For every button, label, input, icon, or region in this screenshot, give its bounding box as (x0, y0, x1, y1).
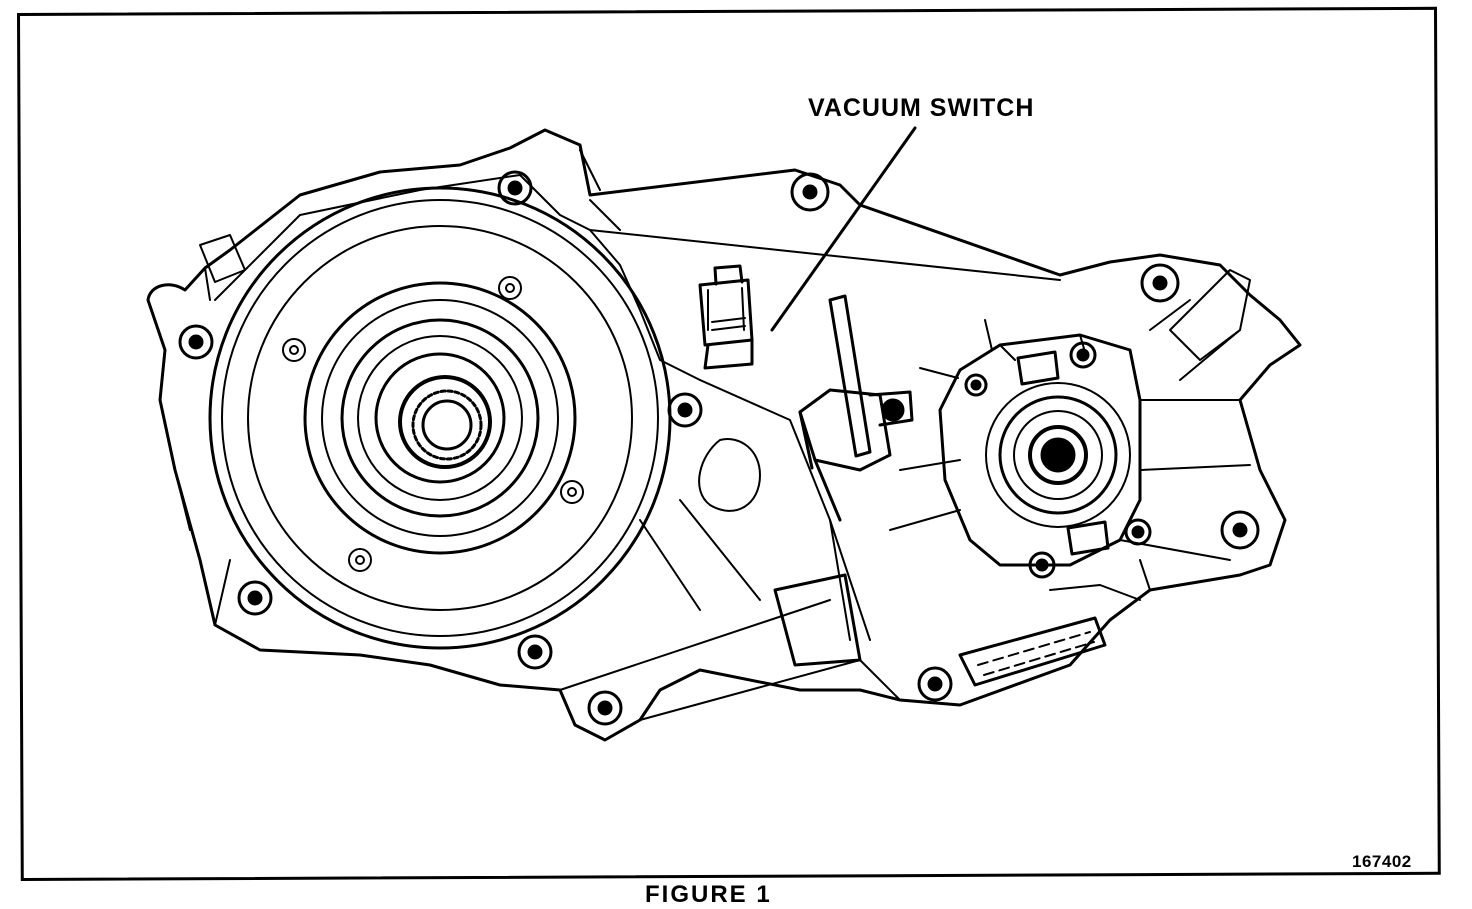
vacuum-switch-label: VACUUM SWITCH (808, 94, 1035, 122)
front-plate-ring-1 (221, 199, 659, 637)
housing-inner-contour (214, 149, 701, 381)
vacuum-switch-leader (770, 126, 917, 332)
rear-output-bolts (964, 341, 1152, 579)
figure-id: 167402 (1352, 852, 1412, 871)
front-plate-ring-7 (374, 352, 506, 484)
front-plate-ring-2 (247, 225, 633, 611)
front-plate-ring-5 (340, 318, 540, 518)
front-plate-ring-6 (357, 335, 523, 501)
input-shaft-outer (398, 375, 492, 469)
rear-output-nut (1028, 425, 1088, 485)
figure-caption: FIGURE 1 (645, 881, 772, 908)
front-plate-ring-4 (321, 299, 559, 537)
front-plate-outer (208, 186, 672, 650)
rear-output-housing (938, 333, 1142, 567)
housing-bolts (178, 170, 1260, 726)
front-plate-small-bolts (282, 276, 584, 572)
housing-outline (146, 128, 1302, 742)
lower-bracket (773, 573, 1107, 687)
front-plate-ring-3 (303, 281, 577, 555)
rear-output-ring-2 (998, 395, 1118, 515)
rear-output-shaft (1040, 437, 1076, 473)
housing-ribs (559, 229, 1061, 721)
input-shaft-core (421, 399, 473, 451)
rear-output-clips (1016, 350, 1110, 556)
rear-output-ring-3 (1013, 410, 1103, 500)
left-bracket-details (174, 234, 246, 626)
shift-linkage (798, 294, 914, 522)
rear-housing-details (919, 269, 1251, 601)
vacuum-switch (698, 264, 754, 370)
input-shaft-spline (411, 389, 483, 461)
rear-output-ring-1 (985, 382, 1131, 528)
